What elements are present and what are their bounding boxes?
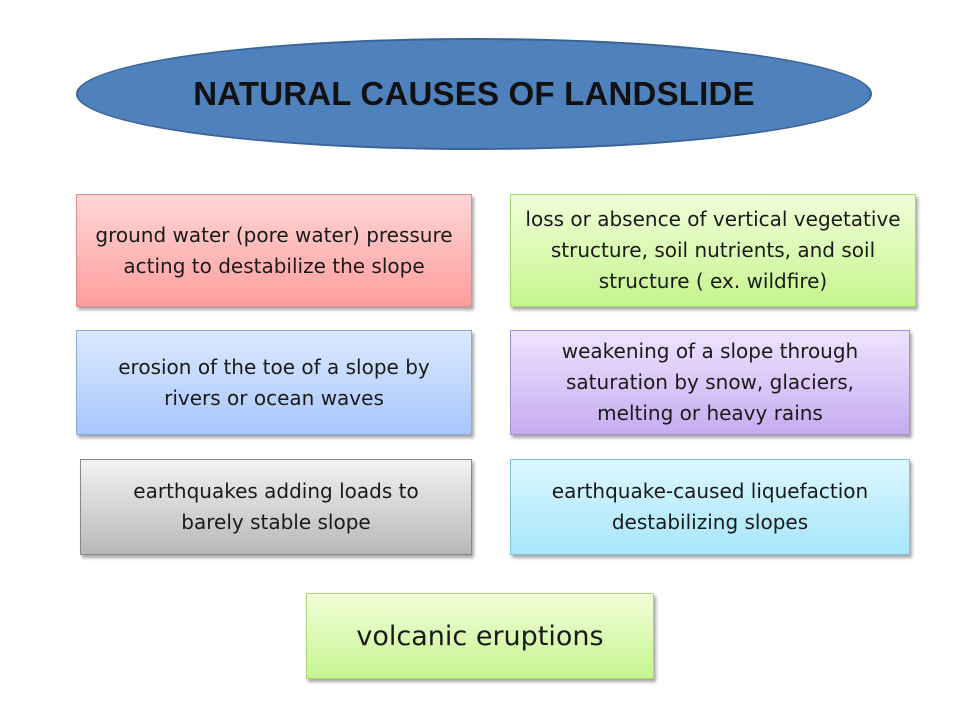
cause-box-liquefaction: earthquake-caused liquefaction destabili… [510, 459, 910, 555]
cause-text: weakening of a slope through saturation … [561, 339, 859, 425]
cause-text: earthquakes adding loads to barely stabl… [133, 479, 419, 534]
cause-box-ground-water: ground water (pore water) pressure actin… [76, 194, 472, 307]
diagram-title: NATURAL CAUSES OF LANDSLIDE [193, 75, 755, 112]
cause-text: earthquake-caused liquefaction destabili… [551, 479, 869, 534]
title-ellipse: NATURAL CAUSES OF LANDSLIDE [76, 38, 872, 150]
cause-box-toe-erosion: erosion of the toe of a slope by rivers … [76, 330, 472, 435]
cause-box-vegetation-loss: loss or absence of vertical vegetative s… [510, 194, 916, 307]
cause-text: loss or absence of vertical vegetative s… [525, 207, 901, 293]
cause-text: ground water (pore water) pressure actin… [95, 222, 453, 278]
cause-box-saturation: weakening of a slope through saturation … [510, 330, 910, 435]
cause-text: volcanic eruptions [356, 620, 604, 652]
cause-box-earthquake-loads: earthquakes adding loads to barely stabl… [80, 459, 472, 555]
cause-box-volcanic-eruptions: volcanic eruptions [306, 593, 654, 679]
cause-text: erosion of the toe of a slope by rivers … [118, 354, 430, 410]
